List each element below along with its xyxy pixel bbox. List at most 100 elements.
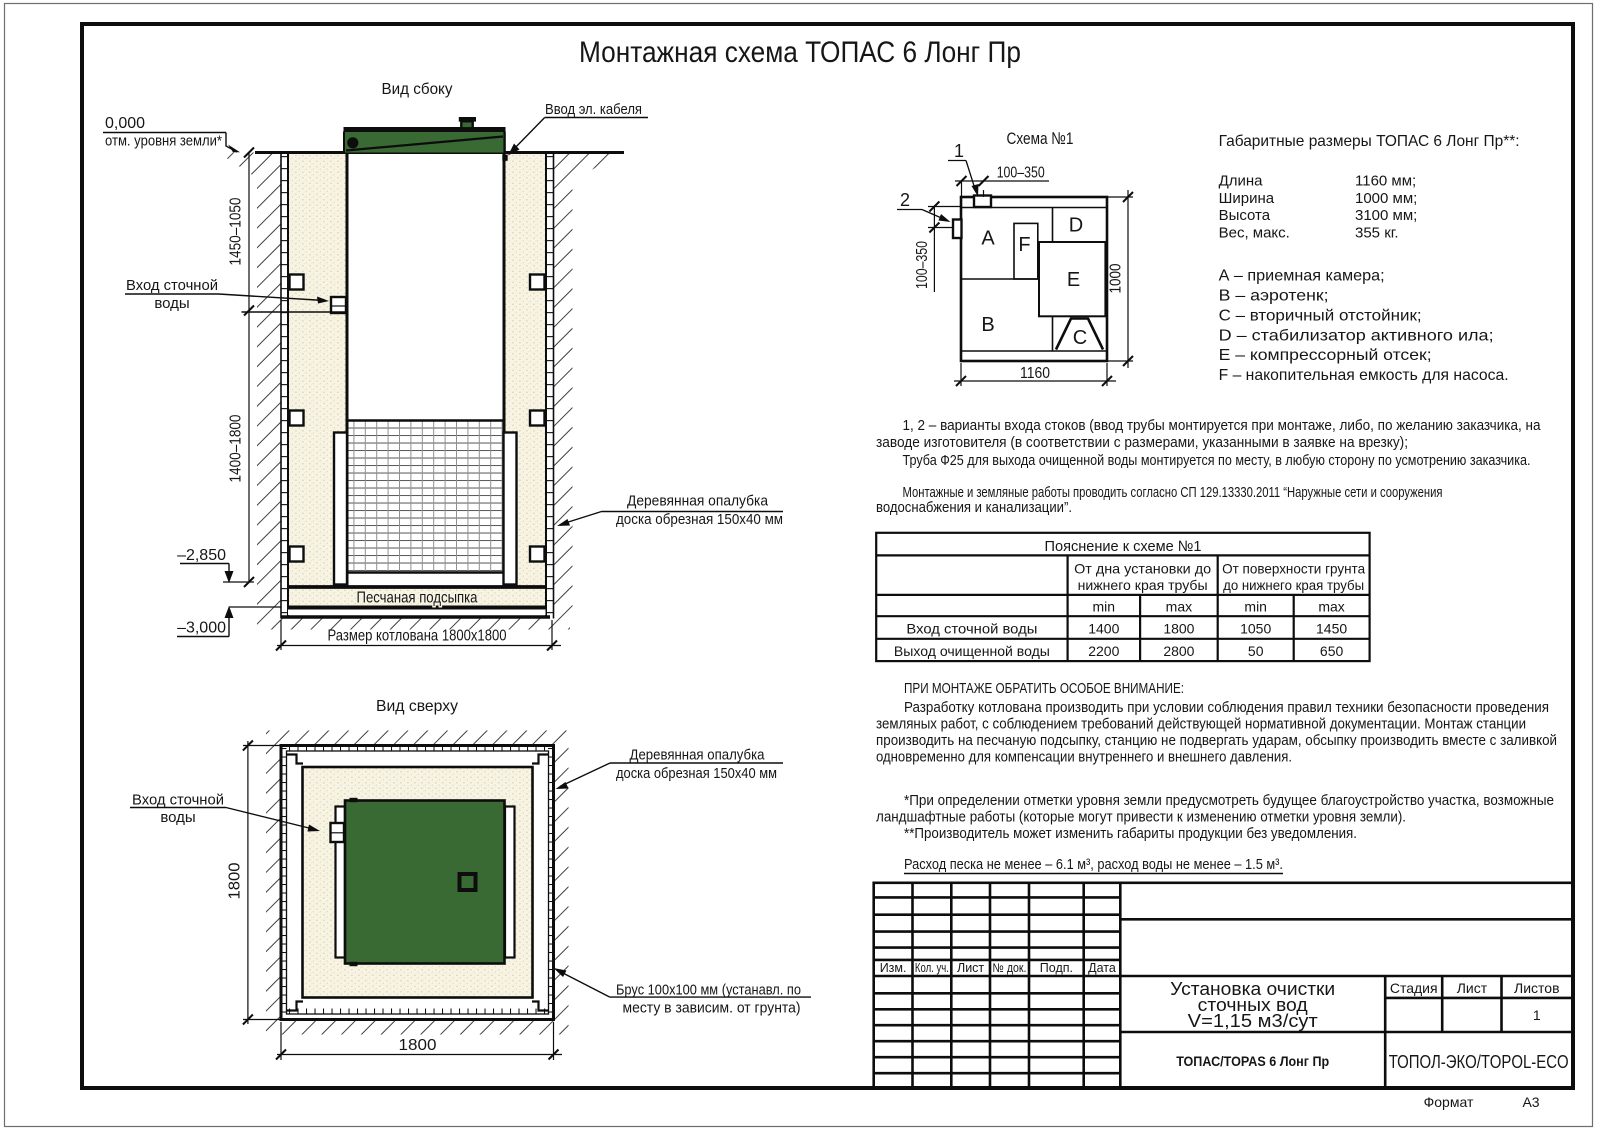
svg-text:А3: А3	[1522, 1094, 1539, 1110]
svg-text:Вид сбоку: Вид сбоку	[382, 81, 453, 98]
svg-text:Брус 100х100 мм (устанавл. по: Брус 100х100 мм (устанавл. по	[616, 982, 801, 999]
svg-text:Деревянная опалубка: Деревянная опалубка	[630, 747, 766, 764]
svg-text:Лист: Лист	[1457, 980, 1488, 996]
svg-text:С – вторичный отстойник;: С – вторичный отстойник;	[1219, 307, 1422, 324]
svg-text:1, 2 – варианты входа стоков: 1, 2 – варианты входа стоков (ввод трубы…	[903, 417, 1542, 434]
svg-text:Дата: Дата	[1088, 961, 1116, 975]
svg-text:C: C	[1073, 327, 1087, 349]
svg-text:max: max	[1166, 599, 1192, 615]
svg-text:Ширина: Ширина	[1219, 190, 1275, 207]
svg-text:воды: воды	[160, 809, 195, 826]
svg-text:От дна установки до: От дна установки до	[1074, 561, 1211, 577]
svg-text:3100 мм;: 3100 мм;	[1355, 207, 1417, 224]
svg-text:воды: воды	[154, 295, 189, 312]
svg-text:1: 1	[954, 141, 964, 161]
svg-text:месту в зависим. от грунта): месту в зависим. от грунта)	[623, 1000, 801, 1017]
svg-text:Кол. уч.: Кол. уч.	[915, 961, 949, 975]
svg-text:до нижнего края трубы: до нижнего края трубы	[1223, 577, 1364, 593]
svg-text:E: E	[1067, 269, 1080, 291]
svg-text:№ док.: № док.	[993, 961, 1027, 975]
svg-text:1050: 1050	[1240, 621, 1271, 637]
svg-text:–2,850: –2,850	[177, 547, 226, 564]
svg-text:Труба Ф25 для выхода очищенной: Труба Ф25 для выхода очищенной воды монт…	[903, 452, 1531, 469]
svg-text:1450: 1450	[1316, 621, 1347, 637]
svg-text:0,000: 0,000	[105, 115, 145, 132]
svg-text:Высота: Высота	[1219, 207, 1271, 224]
svg-text:–3,000: –3,000	[177, 620, 226, 637]
svg-text:отм. уровня земли*: отм. уровня земли*	[105, 133, 222, 150]
svg-text:100–350: 100–350	[914, 241, 931, 289]
svg-text:1160: 1160	[1020, 365, 1050, 382]
svg-text:нижнего края трубы: нижнего края трубы	[1078, 577, 1208, 593]
svg-text:650: 650	[1320, 643, 1344, 659]
svg-text:Формат: Формат	[1424, 1094, 1474, 1110]
svg-text:сточных вод: сточных вод	[1198, 995, 1309, 1015]
svg-text:Стадия: Стадия	[1390, 980, 1438, 996]
svg-text:min: min	[1244, 599, 1267, 615]
svg-text:F – накопительная емкость для: F – накопительная емкость для насоса.	[1219, 367, 1509, 384]
svg-text:водоснабжения и канализации”.: водоснабжения и канализации”.	[876, 499, 1072, 516]
svg-text:Лист: Лист	[957, 961, 984, 975]
svg-text:одновременно для компенсации в: одновременно для компенсации внутреннего…	[876, 749, 1292, 766]
svg-text:D – стабилизатор активного ила: D – стабилизатор активного ила;	[1219, 327, 1494, 344]
svg-text:2: 2	[900, 190, 910, 210]
svg-text:*При определении отметки уровн: *При определении отметки уровня земли пр…	[904, 792, 1554, 809]
svg-text:ТОПАС/TOPAS 6 Лонг Пр: ТОПАС/TOPAS 6 Лонг Пр	[1176, 1054, 1329, 1069]
svg-text:min: min	[1093, 599, 1116, 615]
svg-text:Песчаная подсыпка: Песчаная подсыпка	[357, 590, 478, 607]
svg-text:**Производитель может изменить: **Производитель может изменить габариты …	[904, 825, 1357, 842]
svg-text:Вход сточной: Вход сточной	[126, 277, 218, 294]
svg-text:1000: 1000	[1108, 263, 1125, 293]
svg-text:Подп.: Подп.	[1040, 961, 1073, 975]
svg-text:1800: 1800	[1163, 621, 1194, 637]
svg-text:355 кг.: 355 кг.	[1355, 225, 1399, 242]
svg-text:В – аэротенк;: В – аэротенк;	[1219, 288, 1329, 305]
svg-text:ПРИ МОНТАЖЕ ОБРАТИТЬ ОСОБОЕ ВН: ПРИ МОНТАЖЕ ОБРАТИТЬ ОСОБОЕ ВНИМАНИЕ:	[904, 680, 1184, 697]
svg-text:производить на песчаную подсып: производить на песчаную подсыпку, станци…	[876, 732, 1557, 749]
svg-text:Размер котлована 1800х1800: Размер котлована 1800х1800	[328, 628, 507, 645]
svg-text:V=1,15 м3/сут: V=1,15 м3/сут	[1188, 1011, 1318, 1031]
svg-text:1000 мм;: 1000 мм;	[1355, 190, 1417, 207]
svg-text:Вес, макс.: Вес, макс.	[1219, 225, 1290, 242]
svg-text:1450–1050: 1450–1050	[228, 197, 245, 265]
svg-text:земляных работ, с соблюдением: земляных работ, с соблюдением требований…	[876, 716, 1526, 733]
svg-text:1160 мм;: 1160 мм;	[1355, 173, 1416, 190]
svg-text:D: D	[1069, 215, 1083, 237]
svg-text:Монтажные и земляные работы пр: Монтажные и земляные работы проводить со…	[903, 484, 1443, 501]
svg-text:ландшафтные работы (которые мо: ландшафтные работы (которые могут привес…	[876, 809, 1406, 826]
svg-text:max: max	[1318, 599, 1344, 615]
svg-text:Листов: Листов	[1514, 980, 1560, 996]
svg-text:От поверхности грунта: От поверхности грунта	[1222, 561, 1365, 577]
svg-text:Выход очищенной воды: Выход очищенной воды	[894, 643, 1050, 659]
svg-text:Вход сточной воды: Вход сточной воды	[906, 621, 1037, 637]
svg-text:Вид сверху: Вид сверху	[376, 698, 458, 715]
svg-text:Изм.: Изм.	[880, 961, 907, 975]
svg-text:F: F	[1018, 234, 1030, 256]
svg-text:Разработку котлована производи: Разработку котлована производить при усл…	[904, 699, 1549, 716]
svg-text:Пояснение к схеме №1: Пояснение к схеме №1	[1045, 538, 1202, 555]
svg-text:Е – компрессорный отсек;: Е – компрессорный отсек;	[1219, 347, 1432, 364]
svg-text:1800: 1800	[399, 1037, 437, 1054]
svg-text:Длина: Длина	[1219, 173, 1264, 190]
svg-text:1400–1800: 1400–1800	[228, 414, 245, 482]
svg-text:заводе изготовителя (в соответ: заводе изготовителя (в соответствии с ра…	[876, 434, 1408, 451]
svg-text:B: B	[981, 314, 994, 336]
svg-text:2800: 2800	[1163, 643, 1194, 659]
svg-text:50: 50	[1248, 643, 1264, 659]
svg-text:Вход сточной: Вход сточной	[132, 792, 224, 809]
svg-text:Установка очистки: Установка очистки	[1170, 979, 1335, 999]
svg-text:Расход песка не менее – 6.1 м³: Расход песка не менее – 6.1 м³, расход в…	[904, 856, 1283, 873]
svg-text:доска обрезная 150х40 мм: доска обрезная 150х40 мм	[616, 765, 777, 782]
svg-text:Габаритные размеры ТОПАС 6 Лон: Габаритные размеры ТОПАС 6 Лонг Пр**:	[1219, 133, 1520, 150]
svg-text:100–350: 100–350	[997, 165, 1045, 182]
svg-text:1400: 1400	[1088, 621, 1119, 637]
svg-text:A: A	[981, 228, 995, 250]
svg-text:Деревянная опалубка: Деревянная опалубка	[627, 493, 769, 510]
svg-text:ТОПОЛ-ЭКО/TOPOL-ECO: ТОПОЛ-ЭКО/TOPOL-ECO	[1389, 1052, 1569, 1072]
svg-text:доска обрезная 150х40 мм: доска обрезная 150х40 мм	[616, 511, 783, 528]
svg-text:1800: 1800	[227, 862, 244, 899]
svg-text:Схема №1: Схема №1	[1007, 129, 1074, 148]
svg-text:Монтажная схема ТОПАС 6 Лонг П: Монтажная схема ТОПАС 6 Лонг Пр	[579, 36, 1021, 69]
svg-text:Ввод эл. кабеля: Ввод эл. кабеля	[545, 101, 642, 118]
svg-text:1: 1	[1533, 1007, 1541, 1023]
